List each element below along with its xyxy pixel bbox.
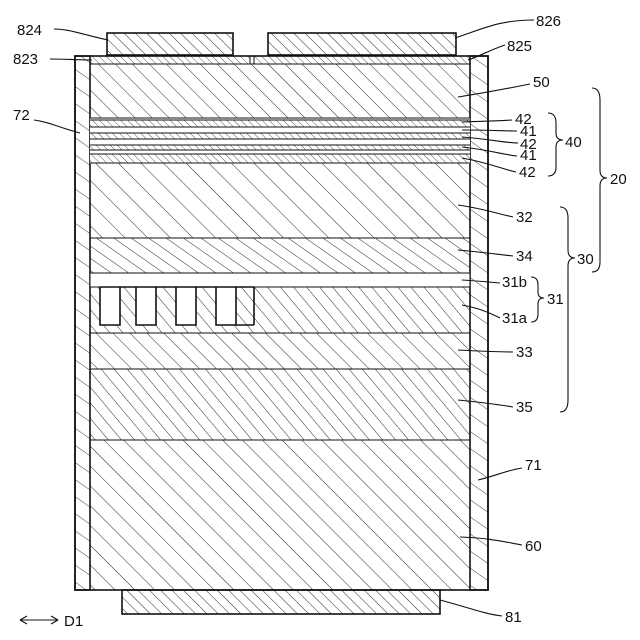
label-20: 20 [610,171,627,188]
label-33: 33 [516,344,533,361]
layer-33 [90,333,470,369]
label-35: 35 [516,399,533,416]
label-40: 40 [565,134,582,151]
contact-layer-825 [254,56,470,64]
label-60: 60 [525,538,542,555]
label-825: 825 [507,38,532,55]
top-electrode-826 [268,33,456,55]
label-81: 81 [505,609,522,626]
label-72: 72 [13,107,30,124]
label-30: 30 [577,251,594,268]
label-42-bottom: 42 [519,164,536,181]
top-electrode-824 [107,33,233,55]
label-31b: 31b [502,274,527,291]
label-824: 824 [17,22,42,39]
layer-stack-40 [90,118,470,164]
label-31: 31 [547,291,564,308]
layer-50 [90,64,470,118]
label-41-bottom: 41 [520,147,537,164]
side-layer-72 [75,56,90,590]
label-d1: D1 [64,613,83,630]
label-50: 50 [533,74,550,91]
layer-31b [90,273,470,287]
layer-32 [90,163,470,238]
label-32: 32 [516,209,533,226]
side-layer-71 [470,56,488,590]
contact-layer-823 [90,56,250,64]
label-826: 826 [536,13,561,30]
bottom-electrode-81 [122,590,440,614]
label-71: 71 [525,457,542,474]
substrate-60 [90,440,470,590]
layer-34 [90,238,470,273]
label-31a: 31a [502,310,528,327]
label-823: 823 [13,51,38,68]
direction-arrow-d1 [20,616,58,624]
layer-35 [90,369,470,440]
layer-31a [90,287,470,333]
label-34: 34 [516,248,533,265]
